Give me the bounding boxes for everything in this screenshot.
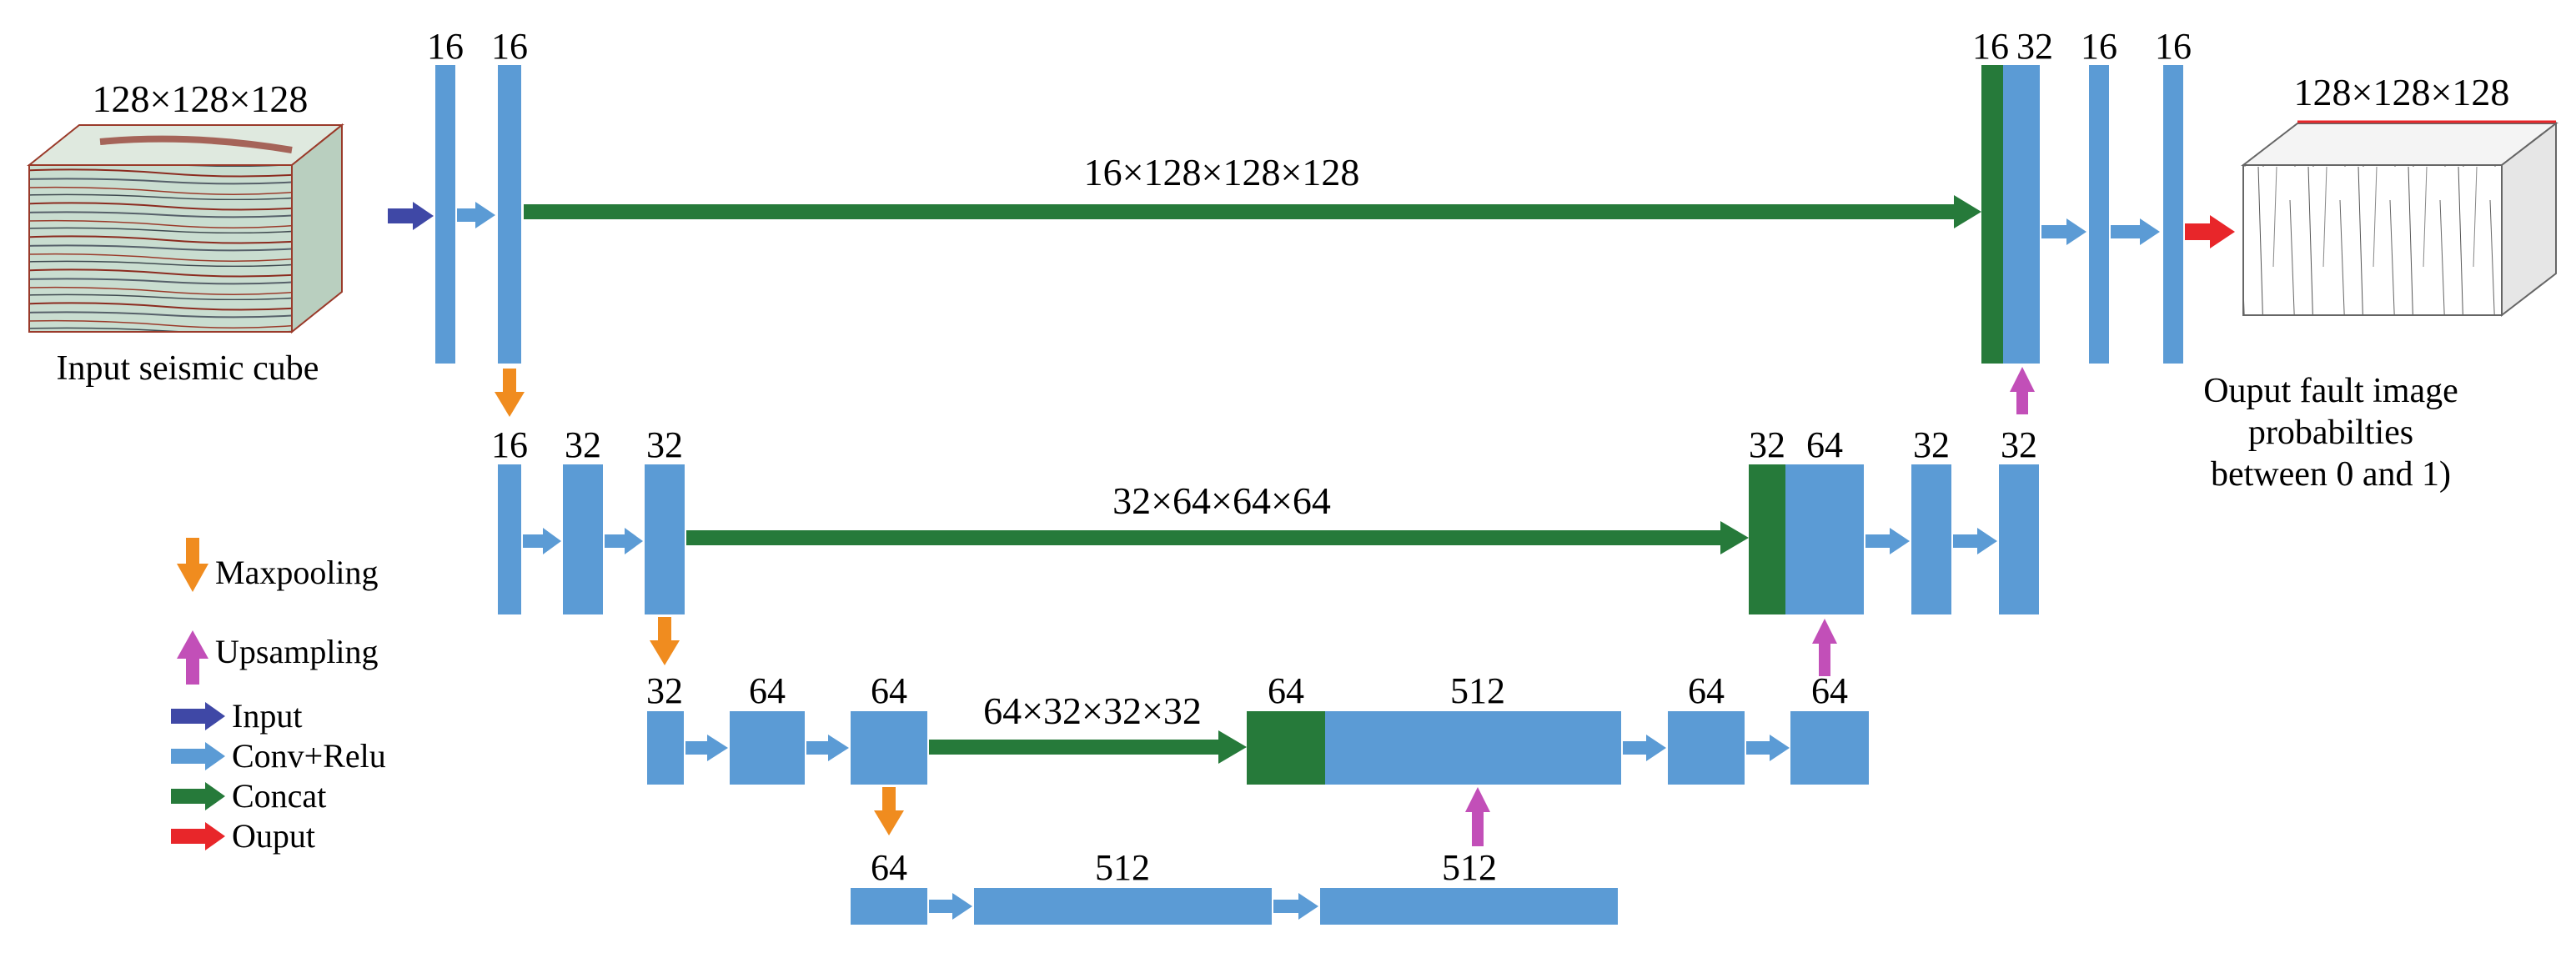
input-arrow — [388, 202, 434, 230]
l3-enc-label-1: 32 — [646, 670, 683, 711]
l3-conv-arrow-3 — [1623, 735, 1666, 761]
l3-enc-label-2: 64 — [749, 670, 786, 711]
l2-enc-label-1: 16 — [491, 424, 528, 465]
upsample-arrow-2 — [1812, 619, 1837, 676]
l1-dec-block-3 — [2163, 65, 2183, 364]
l2-enc-block-3 — [645, 464, 685, 614]
legend-label-upsampling: Upsampling — [215, 633, 379, 670]
output-caption-line-3: between 0 and 1) — [2211, 455, 2451, 494]
l1-enc-block-2 — [498, 65, 521, 364]
upsample-arrow-3 — [1465, 787, 1490, 846]
output-caption-line-1: Ouput fault image — [2203, 372, 2458, 410]
input-caption: Input seismic cube — [57, 349, 319, 388]
l3-conv-arrow-2 — [806, 735, 849, 761]
l3-dec-block-3 — [1790, 711, 1869, 785]
l2-skip-connection — [686, 521, 1749, 554]
l4-conv-arrow-2 — [1273, 893, 1318, 920]
l1-dec-label-3: 16 — [2081, 26, 2117, 67]
l2-conv-arrow-3 — [1865, 528, 1910, 554]
l4-block-2 — [974, 888, 1272, 925]
l3-conv-arrow-4 — [1746, 735, 1790, 761]
output-fault-cube — [2241, 120, 2558, 318]
l4-block-3 — [1320, 888, 1618, 925]
maxpool-arrow-icon — [177, 538, 208, 592]
l1-conv-arrow-2 — [2041, 218, 2086, 245]
l2-dec-label-4: 32 — [2001, 424, 2037, 465]
l3-enc-block-3 — [851, 711, 927, 785]
l1-dec-label-1: 16 — [1972, 26, 2009, 67]
l4-label-3: 512 — [1442, 847, 1497, 888]
l4-label-2: 512 — [1095, 847, 1150, 888]
input-dims-label: 128×128×128 — [93, 78, 309, 120]
l3-conv-arrow-1 — [685, 735, 728, 761]
l2-dec-block-1 — [1785, 464, 1864, 614]
l3-dec-block-1 — [1325, 711, 1621, 785]
output-arrow-icon — [171, 822, 225, 850]
legend-label-conv-relu: Conv+Relu — [232, 737, 386, 775]
l2-dec-block-2 — [1911, 464, 1951, 614]
concat-arrow-icon — [171, 782, 225, 810]
l3-enc-label-3: 64 — [871, 670, 907, 711]
l3-skip-label: 64×32×32×32 — [983, 690, 1202, 732]
l2-dec-label-1: 32 — [1749, 424, 1785, 465]
legend-label-maxpooling: Maxpooling — [215, 554, 379, 591]
l2-enc-block-1 — [498, 464, 521, 614]
output-caption-line-2: probabilties — [2248, 414, 2413, 452]
l2-enc-block-2 — [563, 464, 603, 614]
conv-arrow-icon — [171, 742, 225, 770]
output-arrow — [2185, 215, 2235, 248]
l1-enc-label-1: 16 — [427, 26, 464, 67]
l2-conv-arrow-2 — [605, 528, 643, 554]
legend-label-input: Input — [232, 697, 302, 735]
l2-dec-block-3 — [1999, 464, 2039, 614]
l1-conv-arrow-3 — [2111, 218, 2160, 245]
l3-dec-block-2 — [1668, 711, 1745, 785]
l4-block-1 — [851, 888, 927, 925]
l2-dec-label-3: 32 — [1913, 424, 1950, 465]
maxpool-arrow-3 — [874, 787, 904, 835]
l1-dec-label-2: 32 — [2016, 26, 2053, 67]
l2-conv-arrow-4 — [1953, 528, 1997, 554]
legend-label-ouput: Ouput — [232, 817, 315, 855]
l1-dec-block-1 — [2003, 65, 2040, 364]
legend: Maxpooling Upsampling Input Conv+Relu Co… — [171, 538, 386, 855]
l3-dec-label-3: 64 — [1688, 670, 1725, 711]
l3-dec-label-1: 64 — [1268, 670, 1304, 711]
l4-conv-arrow-1 — [929, 893, 972, 920]
l2-conv-arrow-1 — [523, 528, 561, 554]
l1-skip-label: 16×128×128×128 — [1084, 151, 1360, 193]
l2-concat-block — [1749, 464, 1785, 614]
l1-enc-label-2: 16 — [491, 26, 528, 67]
l2-dec-label-2: 64 — [1806, 424, 1843, 465]
output-dims-label: 128×128×128 — [2294, 71, 2510, 113]
l2-enc-label-2: 32 — [565, 424, 601, 465]
l2-enc-label-3: 32 — [646, 424, 683, 465]
l3-skip-connection — [929, 730, 1247, 764]
l1-dec-block-2 — [2089, 65, 2109, 364]
l1-skip-connection — [524, 195, 1981, 228]
l4-label-1: 64 — [871, 847, 907, 888]
maxpool-arrow-2 — [650, 617, 680, 665]
upsample-arrow-icon — [177, 630, 208, 685]
input-seismic-cube — [27, 123, 344, 334]
l3-concat-block — [1247, 711, 1325, 785]
l3-enc-block-2 — [730, 711, 805, 785]
l2-skip-label: 32×64×64×64 — [1112, 479, 1331, 522]
l3-dec-label-4: 64 — [1811, 670, 1848, 711]
legend-label-concat: Concat — [232, 777, 326, 815]
l3-enc-block-1 — [647, 711, 684, 785]
input-arrow-icon — [171, 702, 225, 730]
l1-conv-arrow-1 — [457, 202, 495, 228]
l3-dec-label-2: 512 — [1450, 670, 1505, 711]
maxpool-arrow-1 — [495, 369, 525, 417]
l1-dec-label-4: 16 — [2155, 26, 2192, 67]
upsample-arrow-1 — [2010, 367, 2035, 414]
l1-enc-block-1 — [435, 65, 455, 364]
l1-concat-block — [1981, 65, 2003, 364]
